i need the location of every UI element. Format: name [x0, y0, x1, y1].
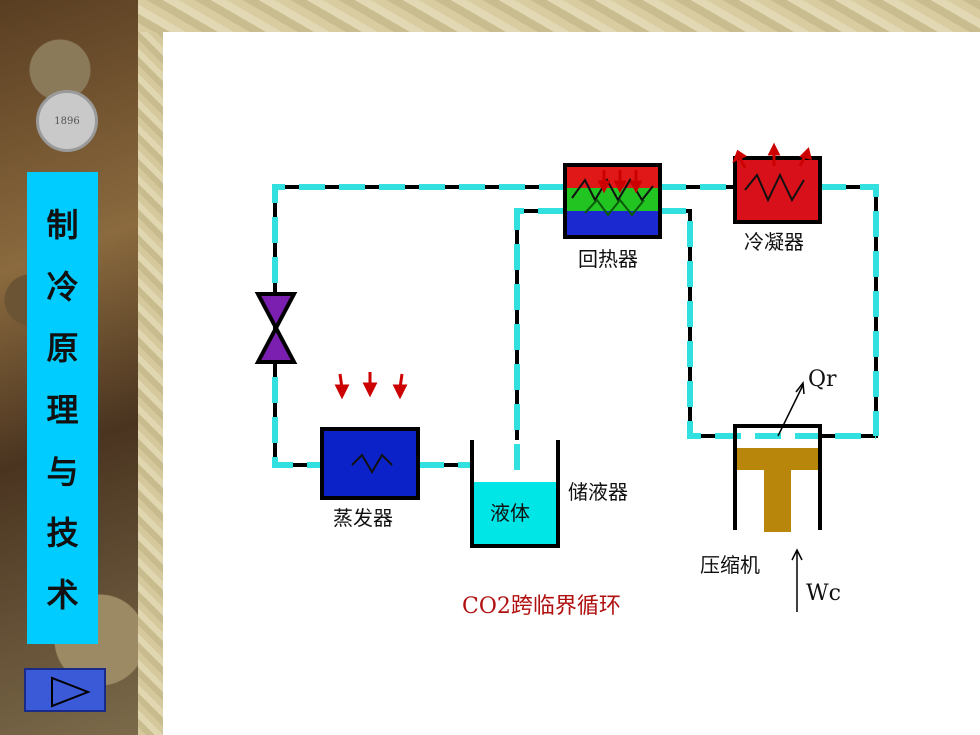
condenser-label: 冷凝器	[744, 230, 804, 254]
expansion-valve-icon	[254, 292, 298, 364]
title-char: 理	[46, 390, 79, 429]
pipe-left-loop	[273, 185, 565, 467]
compressor-label: 压缩机	[700, 553, 760, 577]
play-icon	[51, 676, 91, 708]
qr-arrow-icon	[777, 381, 805, 437]
qr-label: Qr	[808, 367, 837, 392]
compressor	[733, 424, 822, 532]
regenerator-label: 回热器	[578, 247, 638, 271]
wc-label: Wc	[806, 581, 841, 606]
wc-arrow-icon	[791, 548, 803, 612]
flow-to-condenser	[660, 184, 879, 436]
title-char: 术	[46, 576, 79, 615]
slide-content-area	[163, 32, 980, 735]
title-char: 原	[46, 329, 79, 368]
logo-text: 1896	[54, 115, 80, 127]
receiver-label: 储液器	[568, 480, 628, 504]
title-char: 与	[46, 452, 79, 491]
title-box: 制 冷 原 理 与 技 术	[27, 172, 98, 644]
pipe-receiver-regen	[515, 209, 565, 440]
liquid-label: 液体	[490, 501, 530, 525]
diagram-caption: CO2跨临界循环	[462, 594, 621, 619]
title-char: 冷	[46, 267, 79, 306]
condenser	[732, 142, 822, 224]
flow-left-loop	[272, 184, 565, 468]
university-logo: 1896	[36, 90, 98, 152]
evaporator-label: 蒸发器	[333, 506, 393, 530]
flow-regen-compressor	[660, 208, 876, 439]
title-char: 技	[46, 514, 79, 553]
receiver	[470, 440, 560, 548]
title-char: 制	[46, 205, 79, 244]
flow-receiver-regen	[514, 208, 565, 470]
evaporator	[320, 427, 420, 500]
pipe-regen-compressor	[660, 209, 735, 438]
texture-strip	[138, 0, 163, 735]
heat-in-arrows	[334, 372, 408, 400]
top-texture-strip	[138, 0, 980, 32]
next-slide-button[interactable]	[24, 668, 106, 712]
regenerator	[563, 163, 662, 239]
pipe-condenser-compressor	[820, 185, 878, 438]
